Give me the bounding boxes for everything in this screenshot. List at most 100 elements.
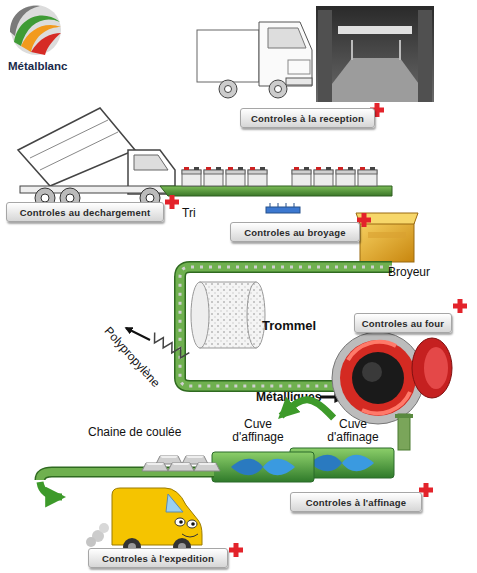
refining-tank-node: Cuve d'affinage	[300, 418, 396, 448]
battery-conveyor-part	[336, 167, 355, 186]
furnace	[332, 332, 452, 424]
truck-outline-part	[259, 22, 312, 86]
refining-tank-left-part	[231, 459, 263, 476]
dump-truck-part	[30, 120, 108, 158]
dump-truck-part	[134, 155, 168, 170]
dump-truck-part	[66, 194, 74, 202]
control-cross-part	[229, 543, 243, 557]
truck-outline-part	[286, 78, 312, 85]
text-holder: Controles au four	[355, 314, 451, 332]
node-text: Trommel	[262, 318, 318, 333]
casting-belt-part	[40, 472, 214, 480]
polypropylene-coil-part	[126, 328, 150, 340]
furnace-part	[424, 347, 448, 389]
furnace-part	[332, 332, 424, 424]
furnace-part	[352, 352, 404, 404]
delivery-van-part	[182, 534, 198, 537]
sorting-icon-part	[278, 203, 279, 207]
node-text: Controles au four	[362, 318, 445, 329]
control-box: Controles au dechargement	[6, 202, 164, 222]
control-cross-part	[165, 195, 179, 209]
battery-conveyor-part	[160, 186, 392, 196]
trommel-drum	[191, 282, 265, 348]
refining-tank-node: Cuve d'affinage	[225, 416, 291, 450]
truck-outline	[197, 22, 312, 98]
text-holder: Controles au dechargement	[7, 203, 163, 221]
battery-conveyor-part	[292, 167, 311, 186]
reception-photo-part	[316, 6, 434, 102]
sorting-icon-part	[270, 203, 271, 207]
truck-outline-part	[275, 86, 282, 93]
text-holder: Cuve d'affinage	[225, 418, 291, 444]
company-logo-part	[31, 33, 61, 55]
output-label: Polypropylène	[102, 324, 163, 390]
furnace-part	[412, 338, 452, 398]
casting-belt-part	[142, 463, 168, 471]
truck-outline-part	[197, 30, 259, 82]
reception-photo-part	[351, 40, 353, 60]
company-logo-part	[11, 5, 61, 55]
text-holder: Trommel	[262, 318, 318, 333]
control-box: Controles à l'expedition	[88, 548, 228, 568]
casting-belt-part	[168, 463, 194, 471]
furnace-pipe-part	[398, 414, 410, 450]
sorting-icon	[266, 203, 300, 213]
delivery-van-part	[166, 494, 183, 512]
reception-photo-part	[338, 26, 412, 34]
output-label: Métalliques	[256, 390, 321, 404]
refining-tank-left	[212, 452, 314, 482]
company-logo	[10, 5, 61, 55]
node-text: Broyeur	[388, 266, 436, 279]
text-holder: Controles à l'expedition	[89, 549, 227, 567]
sorting-icon-part	[286, 203, 287, 207]
delivery-van	[86, 488, 202, 556]
dump-truck-part	[146, 194, 154, 202]
battery-conveyor	[160, 167, 392, 196]
shredder-machine-part	[368, 232, 406, 238]
refining-tank-right-part	[342, 455, 374, 472]
dump-truck-part	[18, 108, 135, 186]
casting-belt-part	[40, 482, 62, 497]
furnace-part	[340, 340, 416, 416]
truck-outline-part	[219, 80, 237, 98]
battery-conveyor-part	[314, 167, 333, 186]
text-holder: Controles à la reception	[241, 109, 374, 127]
trommel-node: Trommel	[198, 278, 318, 350]
control-cross-part	[453, 299, 467, 313]
node-text: Controles à l'expedition	[102, 553, 214, 564]
company-name: Métalblanc	[8, 60, 67, 72]
delivery-van-part	[179, 520, 183, 524]
delivery-van-part	[191, 522, 195, 526]
dump-truck	[18, 108, 175, 208]
delivery-van-part	[86, 537, 96, 547]
node-text: Controles au broyage	[244, 227, 346, 238]
battery-conveyor-part	[358, 167, 377, 186]
reception-photo-part	[318, 10, 332, 102]
control-box: Controles au broyage	[230, 222, 360, 242]
step-label: Chaine de coulée	[88, 425, 181, 439]
polypropylene-coil-part	[150, 333, 189, 361]
shredder-machine-part	[360, 222, 414, 262]
dump-truck-part	[40, 132, 118, 170]
furnace-pipe-part	[395, 414, 413, 418]
truck-outline-part	[288, 60, 310, 74]
control-box: Controles à la reception	[240, 108, 375, 128]
sorting-icon-part	[294, 203, 295, 207]
control-cross	[165, 103, 467, 557]
node-text: Cuve d'affinage	[225, 418, 291, 444]
refining-tank-left-part	[212, 452, 314, 482]
delivery-van-part	[99, 523, 109, 533]
battery-conveyor-part	[204, 167, 223, 186]
reception-photo-part	[399, 40, 401, 60]
battery-conveyor-part	[248, 167, 267, 186]
sorting-icon-part	[266, 207, 300, 213]
shredder-node: Broyeur	[358, 212, 436, 282]
step-label: Tri	[182, 206, 196, 220]
truck-outline-part	[269, 80, 287, 98]
node-text: Controles au dechargement	[20, 207, 151, 218]
casting-belt-part	[40, 472, 214, 480]
control-box: Controles à l'affinage	[290, 492, 422, 512]
truck-outline-part	[225, 86, 232, 93]
